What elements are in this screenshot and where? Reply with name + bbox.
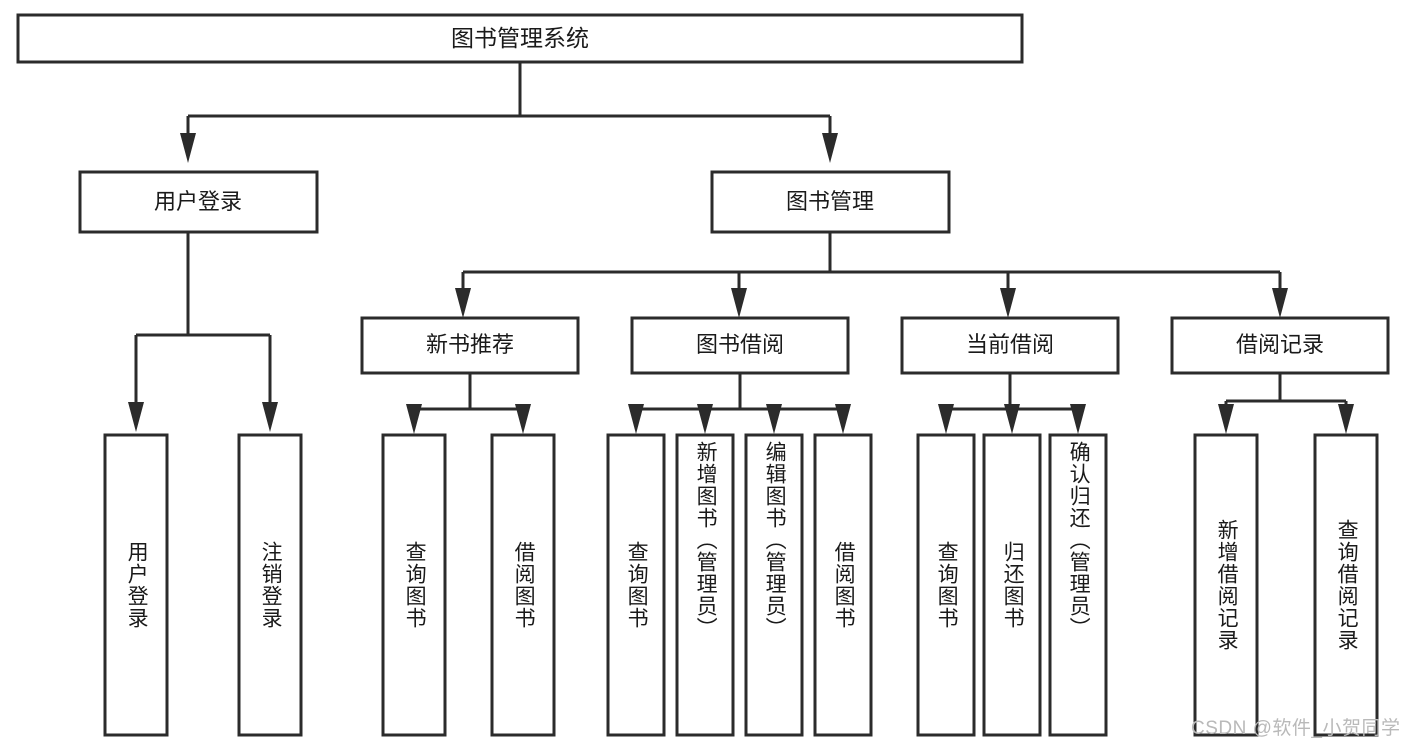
leaf-borrow-book-2-box[interactable]: [813, 433, 873, 737]
leaf-add-record-box[interactable]: [1193, 433, 1259, 737]
arrowhead-current-borrow: [1000, 288, 1016, 318]
arrowhead-new-book-rec: [455, 288, 471, 318]
node-root-label: 图书管理系统: [451, 25, 589, 51]
connector-group-root: [180, 62, 838, 163]
leaf-return-book-box[interactable]: [982, 433, 1042, 737]
node-borrow-record-box[interactable]: [1170, 316, 1390, 375]
csdn-watermark: CSDN @软件_小贺同学: [1191, 718, 1401, 739]
node-book-borrow-label: 图书借阅: [696, 332, 784, 357]
connector-group-new-book-rec: [406, 373, 531, 434]
leaf-boxes-borrow-record: [1193, 433, 1379, 737]
connector-group-user-login: [128, 232, 278, 432]
arrowhead-leaf-add-record: [1218, 404, 1234, 434]
node-user-login-box[interactable]: [78, 170, 319, 234]
node-user-login[interactable]: 用户登录: [78, 170, 319, 234]
leaf-logout-box[interactable]: [237, 433, 303, 737]
arrowhead-leaf-borrow-book-2: [835, 404, 851, 434]
leaf-add-book-box[interactable]: [675, 433, 735, 737]
node-new-book-rec-box[interactable]: [360, 316, 580, 375]
node-user-login-label: 用户登录: [154, 189, 242, 214]
arrowhead-book-manage: [822, 133, 838, 163]
arrowhead-book-borrow: [731, 288, 747, 318]
arrowhead-leaf-query-book-3: [938, 404, 954, 434]
node-current-borrow[interactable]: 当前借阅: [900, 316, 1120, 375]
arrowhead-leaf-query-record: [1338, 404, 1354, 434]
arrowhead-leaf-query-book-1: [406, 404, 422, 434]
node-book-manage-box[interactable]: [710, 170, 951, 234]
leaf-user-login-box[interactable]: [103, 433, 169, 737]
node-current-borrow-box[interactable]: [900, 316, 1120, 375]
arrowhead-leaf-add-book: [697, 404, 713, 434]
arrowhead-leaf-edit-book: [766, 404, 782, 434]
connector-group-borrow-record: [1218, 373, 1354, 434]
arrowhead-borrow-record: [1272, 288, 1288, 318]
node-borrow-record-label: 借阅记录: [1236, 332, 1324, 357]
connector-group-current-borrow: [938, 373, 1086, 434]
leaf-boxes-user-login: [103, 433, 303, 737]
connector-group-book-manage: [455, 232, 1288, 318]
arrowhead-leaf-user-login: [128, 402, 144, 432]
leaf-boxes-new-book-rec: [381, 433, 556, 737]
leaf-confirm-return-box[interactable]: [1048, 433, 1108, 737]
node-book-borrow-box[interactable]: [630, 316, 850, 375]
leaf-query-book-3-box[interactable]: [916, 433, 976, 737]
node-root-box[interactable]: [16, 13, 1024, 64]
node-book-borrow[interactable]: 图书借阅: [630, 316, 850, 375]
arrowhead-leaf-borrow-book-1: [515, 404, 531, 434]
node-root[interactable]: 图书管理系统: [16, 13, 1024, 64]
leaf-edit-book-box[interactable]: [744, 433, 804, 737]
node-book-manage-label: 图书管理: [786, 189, 874, 214]
arrowhead-leaf-return-book: [1004, 404, 1020, 434]
arrowhead-user-login: [180, 133, 196, 163]
connector-group-book-borrow: [628, 373, 851, 434]
node-borrow-record[interactable]: 借阅记录: [1170, 316, 1390, 375]
node-new-book-rec[interactable]: 新书推荐: [360, 316, 580, 375]
node-new-book-rec-label: 新书推荐: [426, 332, 514, 357]
leaf-query-book-1-box[interactable]: [381, 433, 447, 737]
leaf-boxes-current-borrow: [916, 433, 1108, 737]
arrowhead-leaf-confirm-return: [1070, 404, 1086, 434]
arrowhead-leaf-query-book-2: [628, 404, 644, 434]
node-book-manage[interactable]: 图书管理: [710, 170, 951, 234]
leaf-query-book-2-box[interactable]: [606, 433, 666, 737]
node-current-borrow-label: 当前借阅: [966, 332, 1054, 357]
leaf-boxes-book-borrow: [606, 433, 873, 737]
arrowhead-leaf-logout: [262, 402, 278, 432]
leaf-borrow-book-1-box[interactable]: [490, 433, 556, 737]
leaf-query-record-box[interactable]: [1313, 433, 1379, 737]
